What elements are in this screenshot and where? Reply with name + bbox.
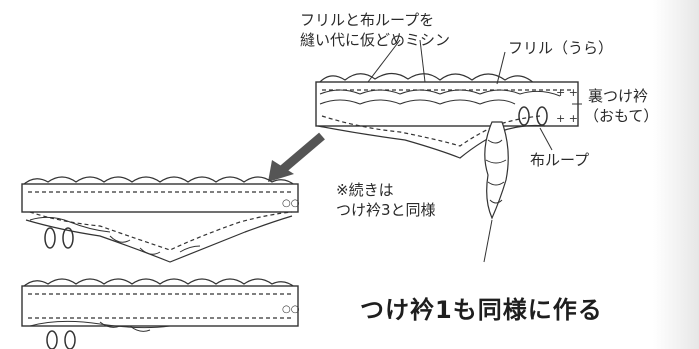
svg-text:+ +: + + — [556, 112, 578, 125]
paper-edge-shadow — [653, 0, 699, 349]
bottom-collar-figure: ○○ — [21, 278, 299, 349]
svg-text:+ +: + + — [556, 86, 578, 99]
svg-text:○○: ○○ — [282, 198, 299, 209]
direction-arrow — [268, 132, 325, 182]
instruction-label-line2: 縫い代に仮どめミシン — [300, 31, 451, 49]
fabric-loop-label: 布ループ — [530, 151, 590, 169]
middle-collar-figure: ○○ — [21, 176, 299, 263]
top-collar-figure: + + + + — [315, 39, 582, 263]
note-label-line2: つけ衿3と同様 — [336, 201, 436, 219]
instruction-label-line1: フリルと布ループを — [300, 11, 435, 29]
caption-text: つけ衿1も同様に作る — [360, 296, 603, 324]
frill-back-label: フリル（うら） — [508, 39, 614, 57]
collar-label-line2: （おもて） — [584, 107, 659, 125]
svg-text:○○: ○○ — [282, 304, 299, 315]
collar-label-line1: 裏つけ衿 — [588, 87, 649, 105]
note-label-line1: ※続きは — [336, 181, 394, 199]
